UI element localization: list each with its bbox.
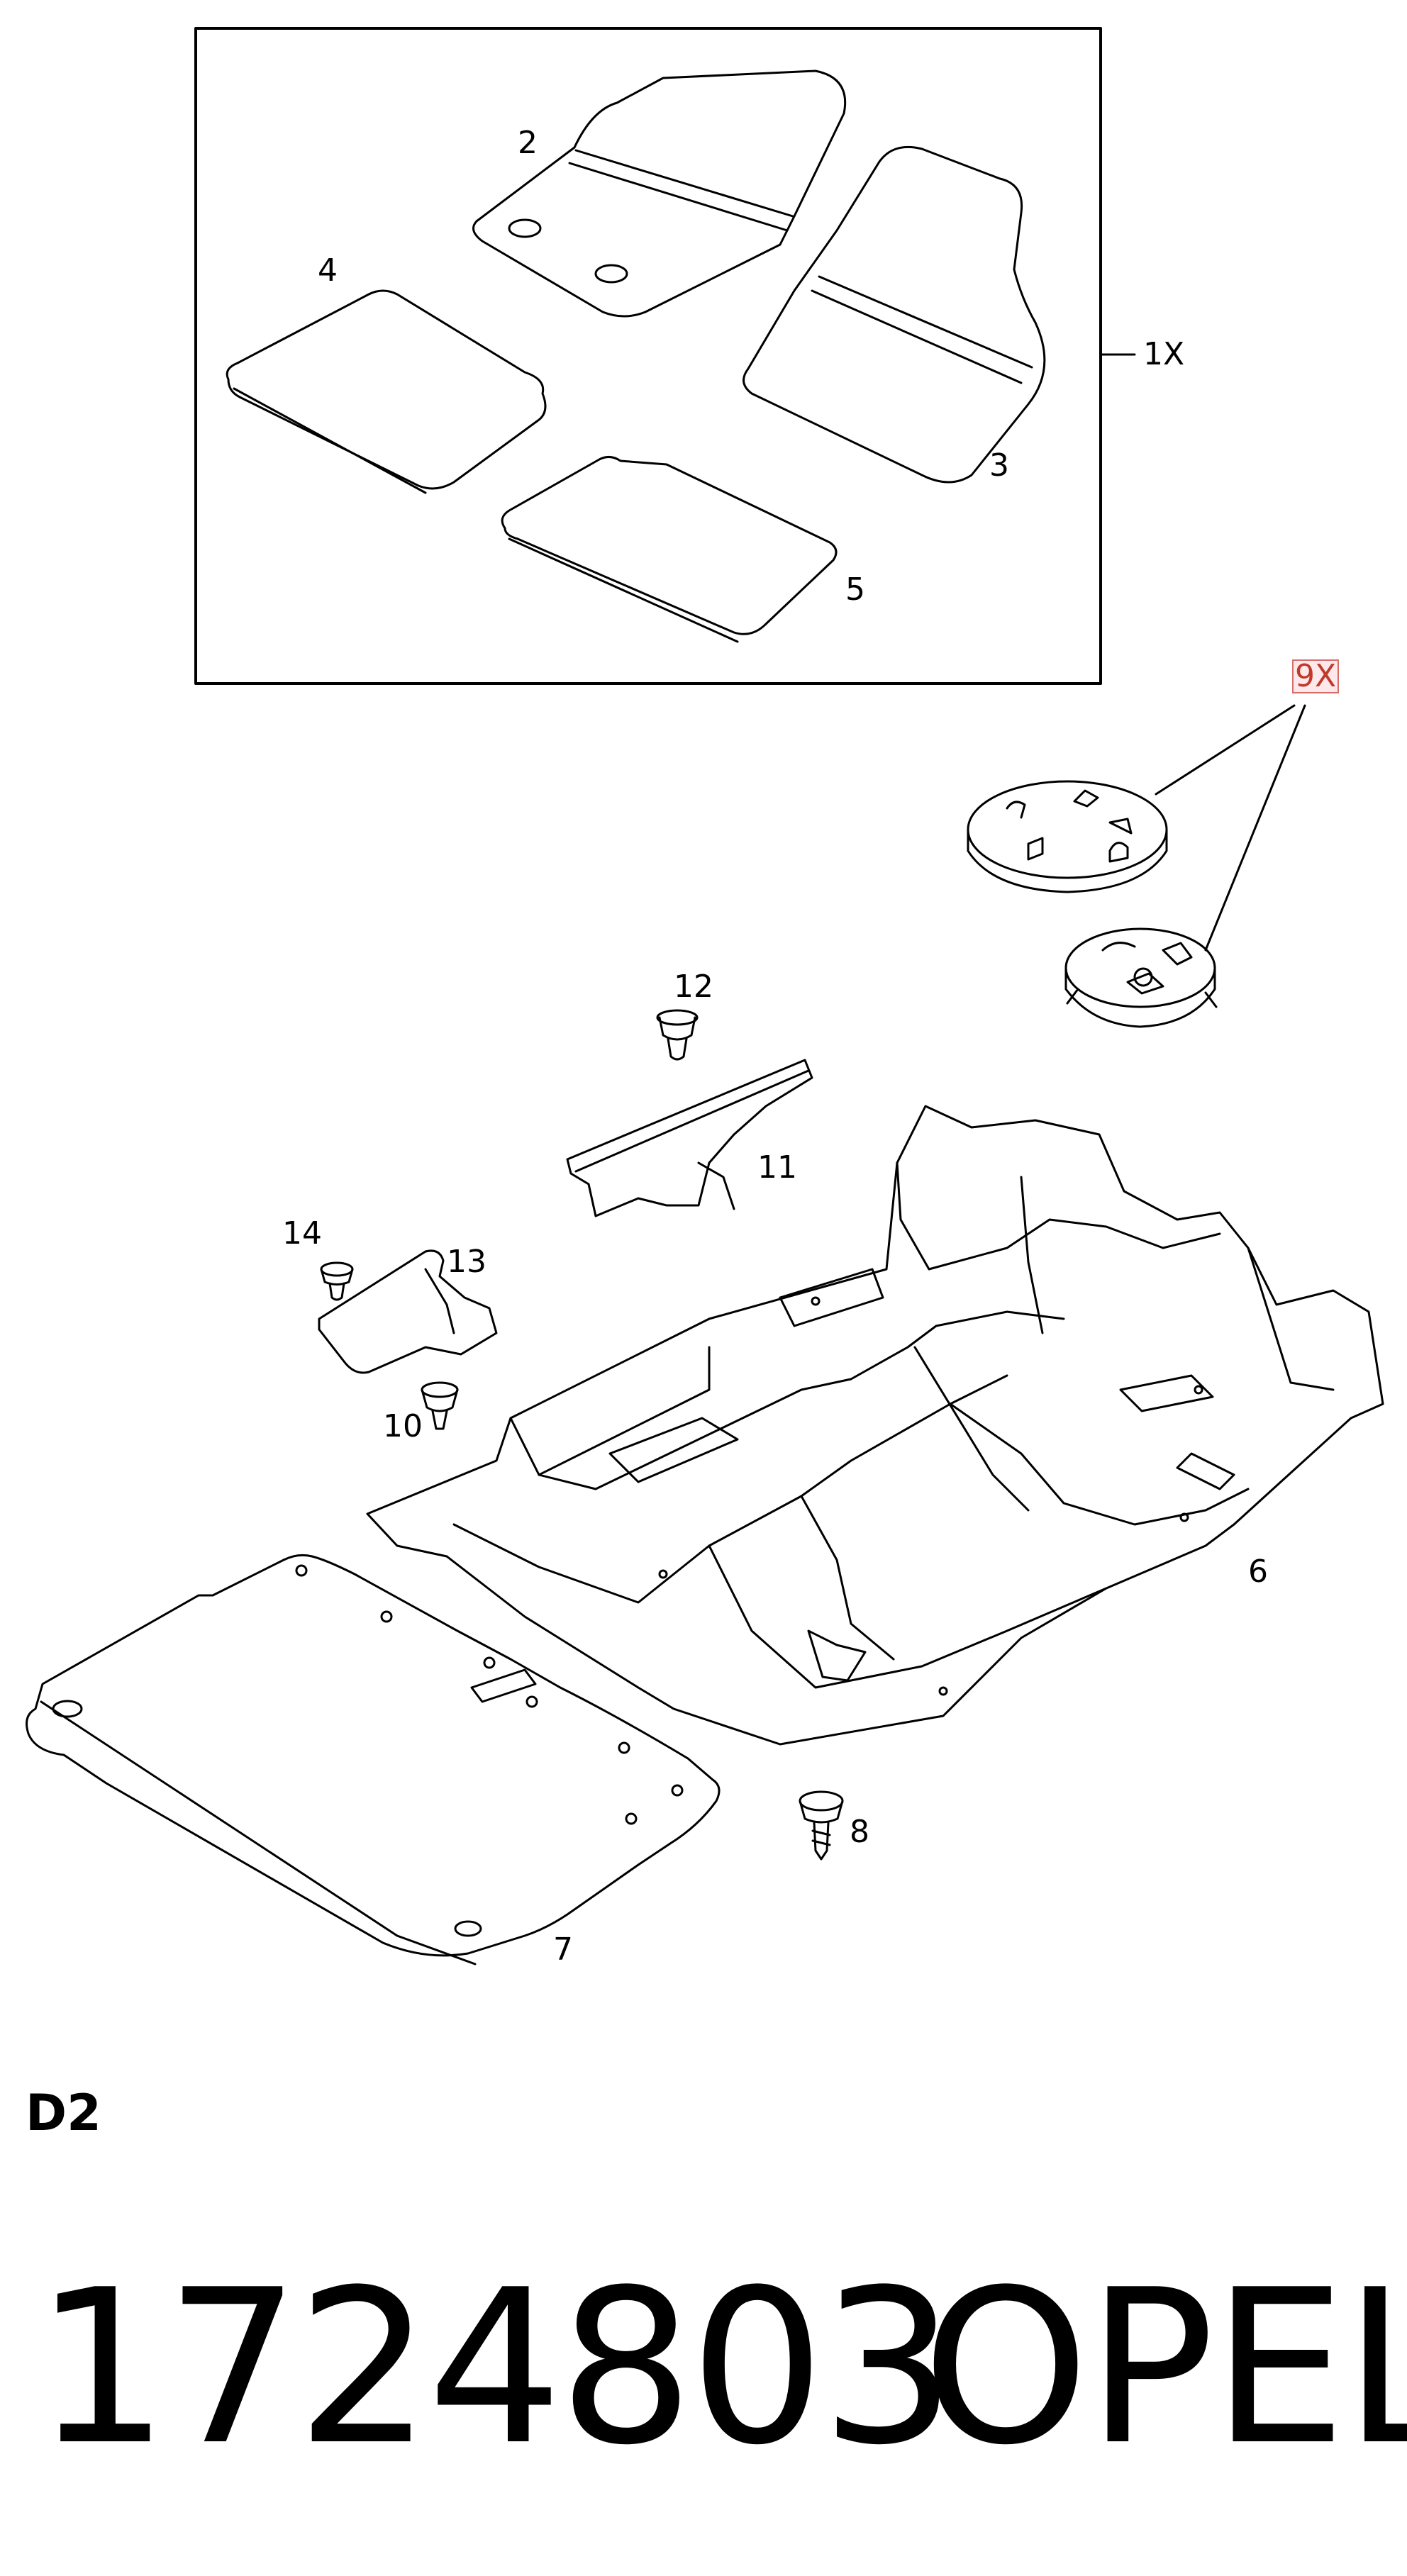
rear-left-mat bbox=[226, 289, 547, 494]
callout-7: 7 bbox=[553, 1931, 573, 1968]
callout-3: 3 bbox=[989, 447, 1009, 484]
callout-6: 6 bbox=[1248, 1554, 1268, 1590]
mat-set-frame bbox=[194, 27, 1102, 685]
callout-8: 8 bbox=[850, 1814, 869, 1850]
clip-leader-1 bbox=[1155, 704, 1296, 796]
clip-top-view bbox=[967, 780, 1168, 893]
push-pin-12 bbox=[656, 1009, 699, 1061]
floor-carpet-6 bbox=[366, 1105, 1384, 1746]
part-number: 1724803 bbox=[34, 2244, 956, 2492]
push-clip-10 bbox=[421, 1381, 459, 1430]
screw-14 bbox=[320, 1261, 354, 1301]
clip-side-view bbox=[1064, 927, 1218, 1028]
screw-8 bbox=[799, 1790, 844, 1861]
clip-leader-2 bbox=[1204, 704, 1306, 952]
brand-name: OPEL bbox=[922, 2244, 1407, 2492]
front-right-mat bbox=[743, 145, 1046, 484]
callout-14: 14 bbox=[282, 1215, 322, 1251]
callout-13: 13 bbox=[447, 1244, 486, 1280]
callout-1x: 1X bbox=[1143, 336, 1185, 372]
cargo-floor-panel-7 bbox=[26, 1554, 721, 1966]
front-left-mat bbox=[472, 69, 847, 318]
callout-2: 2 bbox=[518, 125, 538, 161]
section-code: D2 bbox=[26, 2084, 101, 2142]
rear-right-mat bbox=[501, 456, 838, 643]
callout-12: 12 bbox=[674, 969, 713, 1005]
callout-5: 5 bbox=[845, 571, 865, 608]
sill-trim-11 bbox=[566, 1059, 813, 1217]
callout-10: 10 bbox=[383, 1408, 423, 1444]
trim-piece-13 bbox=[318, 1249, 498, 1374]
parts-diagram bbox=[26, 27, 1384, 1966]
callout-4: 4 bbox=[318, 252, 338, 289]
callout-9x: 9X bbox=[1292, 659, 1340, 693]
callout-11: 11 bbox=[757, 1149, 797, 1186]
